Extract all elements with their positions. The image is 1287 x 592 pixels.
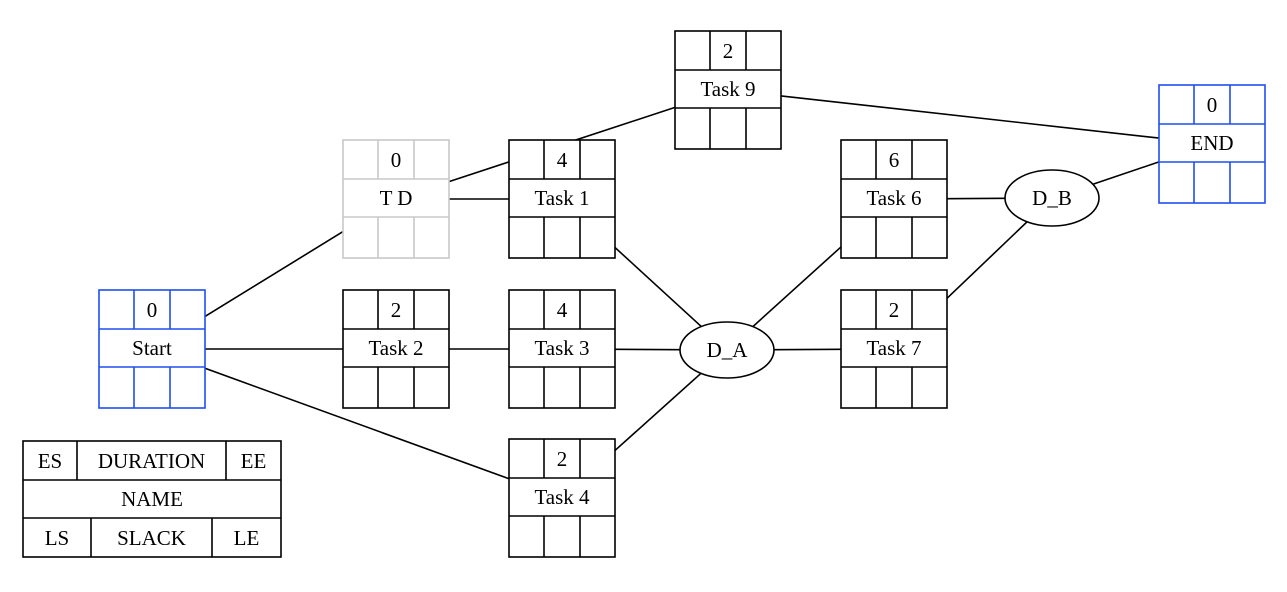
edge-task4-da bbox=[614, 372, 702, 452]
task-name-label: Task 3 bbox=[534, 336, 589, 360]
junction-node-db: D_B bbox=[1004, 169, 1100, 227]
duration-label: 0 bbox=[147, 298, 158, 322]
task-name-label: Task 2 bbox=[368, 336, 423, 360]
duration-label: 4 bbox=[557, 148, 568, 172]
task-name-label: END bbox=[1190, 131, 1233, 155]
duration-label: 2 bbox=[557, 447, 568, 471]
legend-ee: EE bbox=[241, 449, 267, 473]
legend-es: ES bbox=[38, 449, 63, 473]
edges-layer bbox=[204, 95, 1160, 480]
legend-box: ES DURATION EE NAME LS SLACK LE bbox=[22, 440, 282, 558]
legend-duration: DURATION bbox=[98, 449, 205, 473]
task-name-label: Start bbox=[132, 336, 172, 360]
task-name-label: Task 4 bbox=[534, 485, 590, 509]
legend-le: LE bbox=[234, 526, 260, 550]
task-name-label: Task 1 bbox=[534, 186, 589, 210]
edge-da-task6 bbox=[752, 246, 842, 328]
edge-db-end bbox=[1092, 161, 1160, 185]
edge-start-task4 bbox=[204, 367, 510, 480]
junction-label: D_A bbox=[707, 338, 749, 362]
legend-name: NAME bbox=[121, 487, 183, 511]
legend-ls: LS bbox=[45, 526, 70, 550]
edge-task7-db bbox=[946, 221, 1028, 299]
edge-task1-da bbox=[614, 246, 702, 328]
junction-label: D_B bbox=[1032, 186, 1072, 210]
junction-node-da: D_A bbox=[679, 321, 775, 379]
task-name-label: Task 6 bbox=[866, 186, 921, 210]
task-node-td: 0 T D bbox=[342, 139, 450, 259]
duration-label: 0 bbox=[1207, 93, 1218, 117]
duration-label: 6 bbox=[889, 148, 900, 172]
task-name-label: T D bbox=[380, 186, 413, 210]
duration-label: 0 bbox=[391, 148, 402, 172]
legend-slack: SLACK bbox=[117, 526, 186, 550]
task-name-label: Task 7 bbox=[866, 336, 921, 360]
duration-label: 2 bbox=[889, 298, 900, 322]
task-name-label: Task 9 bbox=[700, 77, 755, 101]
edge-start-td bbox=[204, 230, 344, 318]
duration-label: 2 bbox=[391, 298, 402, 322]
duration-label: 4 bbox=[557, 298, 568, 322]
duration-label: 2 bbox=[723, 39, 734, 63]
edge-task9-end bbox=[780, 95, 1160, 139]
